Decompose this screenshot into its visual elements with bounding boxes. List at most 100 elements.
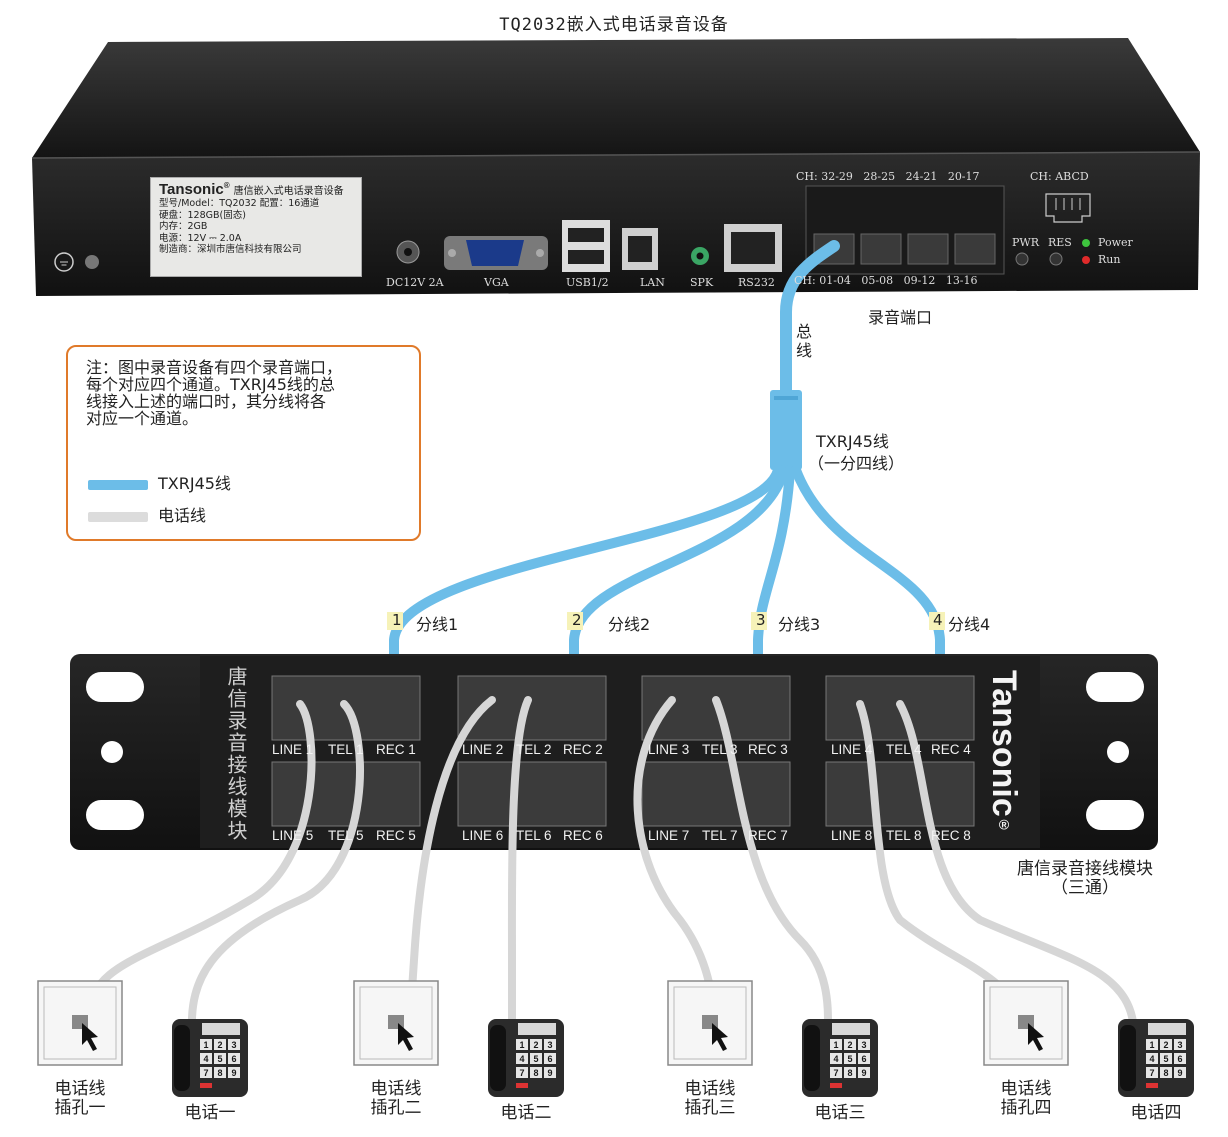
keypad-key — [228, 1039, 240, 1050]
keypad-key — [830, 1053, 842, 1064]
brand-name: Tansonic — [159, 181, 224, 198]
mount-hole-icon — [1107, 741, 1129, 763]
keypad-key — [200, 1067, 212, 1078]
keypad-digit: 4 — [203, 1054, 208, 1064]
port-label: TEL 4 — [886, 742, 922, 757]
cable-name: TXRJ45线 — [816, 432, 889, 451]
legend-item-phone-line: 电话线 — [88, 507, 206, 524]
keypad-key — [844, 1053, 856, 1064]
wall-jack-icon — [667, 980, 753, 1066]
port-label: REC 7 — [748, 828, 788, 843]
keypad-key — [1146, 1067, 1158, 1078]
keypad-digit: 3 — [231, 1040, 236, 1050]
keypad-key — [1160, 1053, 1172, 1064]
port-label: TEL 7 — [702, 828, 738, 843]
diagram-title: TQ2032嵌入式电话录音设备 — [499, 15, 729, 35]
port-label: LINE 3 — [648, 742, 690, 757]
keypad-key — [516, 1039, 528, 1050]
port-label: LINE 6 — [462, 828, 504, 843]
phone-1-label: 电话一 — [184, 1103, 236, 1123]
keypad-digit: 8 — [533, 1068, 538, 1078]
branch-cable-3 — [753, 465, 795, 711]
phone-4-label: 电话四 — [1130, 1103, 1182, 1123]
legend-item-txrj45: TXRJ45线 — [88, 475, 231, 492]
port-label: LINE 1 — [272, 742, 314, 757]
legend-label: TXRJ45线 — [158, 474, 231, 493]
wall-jack-1-label: 电话线插孔一 — [54, 1079, 106, 1118]
run-led-label: Run — [1098, 253, 1121, 266]
keypad-key — [844, 1039, 856, 1050]
phone-3-label: 电话三 — [814, 1103, 866, 1123]
spec-line: 硬盘：128GB(固态) — [159, 209, 246, 221]
keypad-key — [1160, 1039, 1172, 1050]
channel-bottom-label: CH: 01-04 05-08 09-12 13-16 — [794, 274, 978, 287]
note-line: 每个对应四个通道。TXRJ45线的总 — [86, 375, 335, 394]
keypad-key — [214, 1053, 226, 1064]
keypad-key — [858, 1053, 870, 1064]
keypad-digit: 2 — [1163, 1040, 1168, 1050]
panel-brand: Tansonic® — [985, 670, 1023, 833]
port-label: LINE 7 — [648, 828, 690, 843]
keypad-digit: 7 — [203, 1068, 208, 1078]
branch-1-number: 1 — [392, 611, 402, 629]
dc-port-label: DC12V 2A — [386, 276, 444, 289]
phone-2-label: 电话二 — [500, 1103, 552, 1123]
keypad-key — [228, 1067, 240, 1078]
keypad-key — [1146, 1039, 1158, 1050]
port-label: REC 5 — [376, 828, 416, 843]
port-label: REC 6 — [563, 828, 603, 843]
wall-jack-4-label: 电话线插孔四 — [1000, 1079, 1052, 1118]
keypad-digit: 6 — [231, 1054, 236, 1064]
keypad-key — [228, 1053, 240, 1064]
keypad-digit: 5 — [1163, 1054, 1168, 1064]
keypad-key — [1146, 1053, 1158, 1064]
port-label: REC 4 — [931, 742, 971, 757]
keypad-digit: 2 — [217, 1040, 222, 1050]
keypad-key — [200, 1039, 212, 1050]
mount-hole-icon — [86, 672, 144, 702]
port-label: REC 1 — [376, 742, 416, 757]
keypad-key — [530, 1067, 542, 1078]
branch-3-number: 3 — [756, 611, 766, 629]
spec-line: 电源：12V ⎓ 2.0A — [159, 232, 242, 244]
keypad-digit: 8 — [847, 1068, 852, 1078]
note-line: 线接入上述的端口时，其分线将各 — [86, 392, 327, 411]
keypad-digit: 6 — [861, 1054, 866, 1064]
keypad-digit: 1 — [1149, 1040, 1154, 1050]
keypad-key — [214, 1039, 226, 1050]
power-led-label: Power — [1098, 236, 1133, 249]
keypad-key — [858, 1067, 870, 1078]
branch-4-number: 4 — [933, 611, 943, 629]
keypad-digit: 9 — [547, 1068, 552, 1078]
keypad-key — [544, 1053, 556, 1064]
rs232-port-label: RS232 — [738, 276, 775, 289]
keypad-key — [214, 1067, 226, 1078]
legend-label: 电话线 — [158, 506, 207, 525]
wall-jack-icon — [983, 980, 1069, 1066]
note-line: 注：图中录音设备有四个录音端口， — [86, 358, 343, 377]
reset-button-icon — [1049, 252, 1063, 266]
end-devices — [37, 980, 1069, 1066]
device-description: 唐信嵌入式电话录音设备 — [233, 186, 344, 197]
run-led-icon — [1082, 256, 1090, 264]
usb-port-icon — [562, 220, 610, 272]
keypad-key — [516, 1053, 528, 1064]
legend-swatch-grey — [88, 511, 148, 522]
keypad-digit: 3 — [1177, 1040, 1182, 1050]
keypad-digit: 2 — [533, 1040, 538, 1050]
keypad-key — [830, 1039, 842, 1050]
spec-line: 内存：2GB — [159, 221, 208, 232]
keypad-digit: 4 — [833, 1054, 838, 1064]
registered-mark: ® — [223, 181, 230, 190]
port-label: REC 2 — [563, 742, 603, 757]
keypad-digit: 3 — [861, 1040, 866, 1050]
mount-hole-icon — [101, 741, 123, 763]
port-label: LINE 4 — [831, 742, 873, 757]
keypad-key — [544, 1067, 556, 1078]
port-label: LINE 5 — [272, 828, 314, 843]
patch-panel — [70, 654, 1158, 850]
port-label: REC 3 — [748, 742, 788, 757]
